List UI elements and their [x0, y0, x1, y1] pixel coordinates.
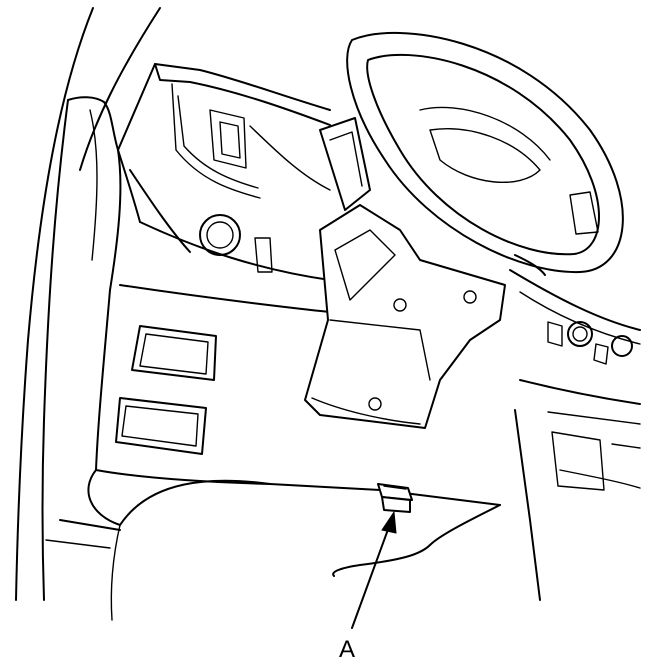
lower-cover [87, 469, 501, 621]
instrument-panel-upper [117, 63, 331, 253]
callout-label-a: A [338, 636, 355, 663]
clip-a [377, 483, 413, 513]
steering-wheel [346, 31, 624, 276]
dashboard-body [95, 221, 381, 491]
left-side-trim [45, 96, 122, 549]
callout-arrow [351, 510, 397, 629]
a-pillar [15, 7, 161, 601]
steering-column-cover [304, 117, 506, 429]
left-air-vent [199, 214, 273, 273]
center-console [509, 269, 641, 601]
left-switch-panels [115, 325, 217, 455]
